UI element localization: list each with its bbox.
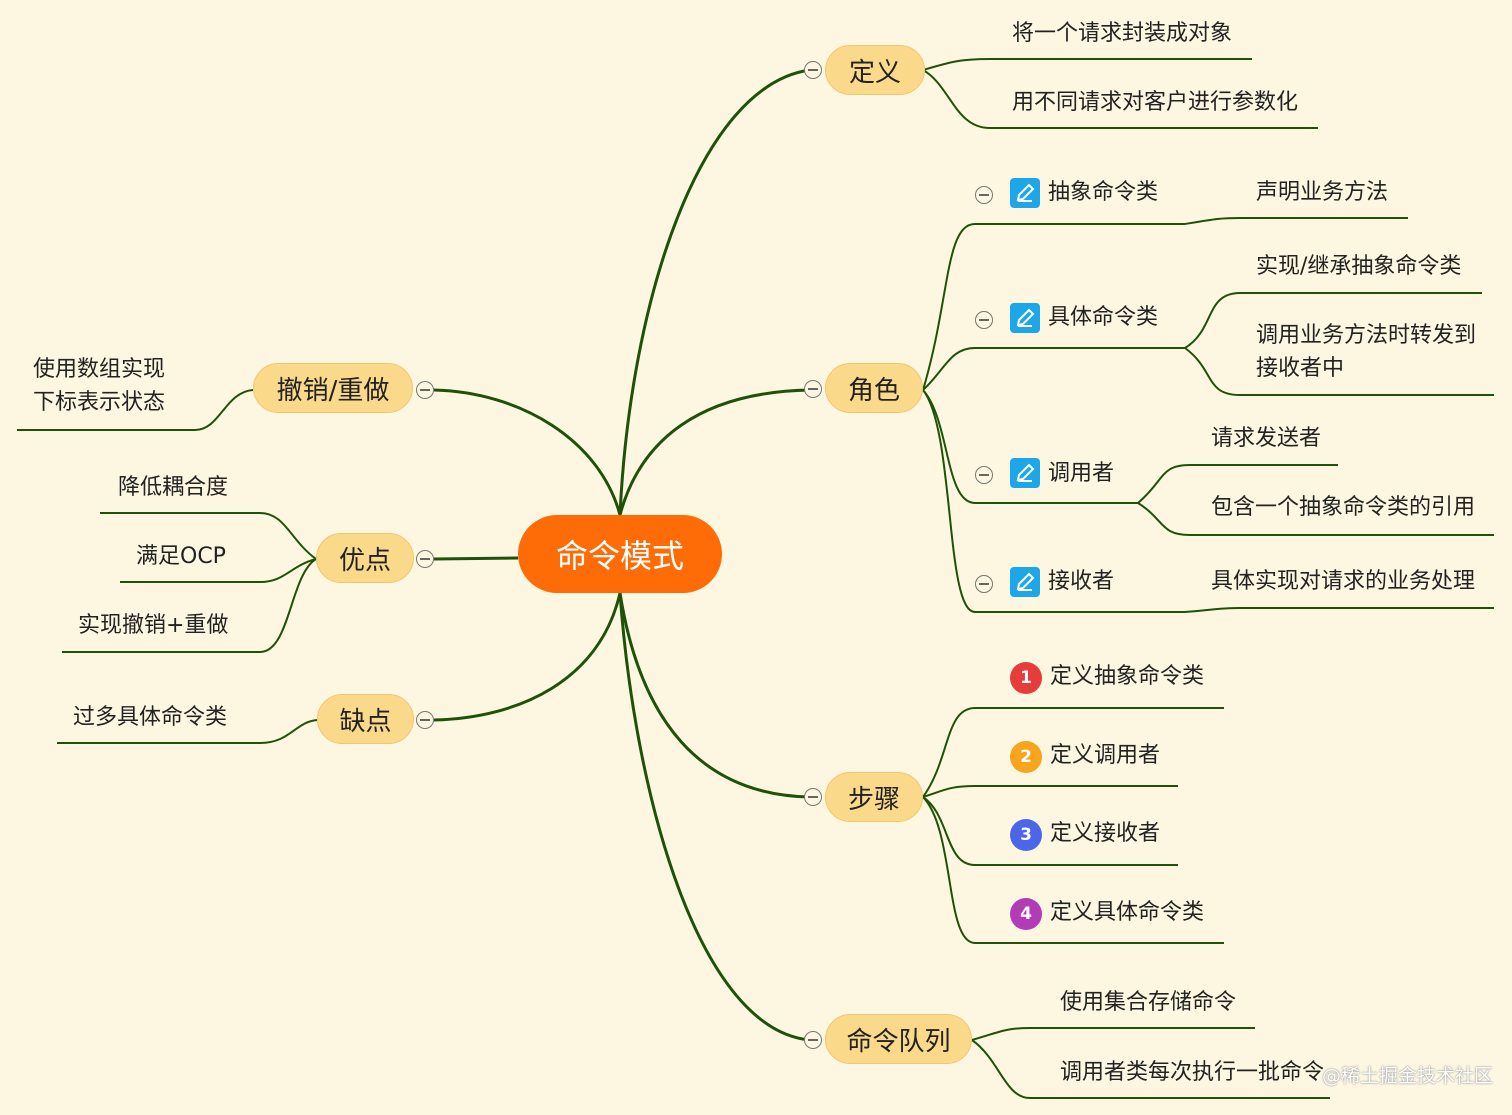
node-steps[interactable]: 步骤 [825, 772, 923, 822]
node-pros[interactable]: 优点 [316, 533, 414, 583]
node-roles[interactable]: 角色 [825, 363, 923, 413]
root-node[interactable]: 命令模式 [518, 515, 722, 593]
node-receiver-item: 具体实现对请求的业务处理 [1211, 569, 1476, 594]
node-cons-item: 过多具体命令类 [73, 705, 228, 730]
node-concrete-command-item: 接收者中 [1256, 356, 1345, 381]
node-abstract-command-item: 声明业务方法 [1256, 180, 1389, 205]
collapse-icon[interactable] [804, 61, 822, 79]
node-queue-item: 调用者类每次执行一批命令 [1060, 1060, 1325, 1085]
watermark: @稀土掘金技术社区 [1322, 1065, 1494, 1087]
node-command-queue[interactable]: 命令队列 [825, 1014, 972, 1064]
edit-icon [1010, 567, 1040, 597]
node-step-item: 定义具体命令类 [1050, 900, 1205, 925]
node-step-item: 定义抽象命令类 [1050, 664, 1205, 689]
node-definition-item: 用不同请求对客户进行参数化 [1012, 90, 1299, 115]
number-badge: 2 [1010, 741, 1042, 773]
collapse-icon[interactable] [416, 711, 434, 729]
node-concrete-command-item: 调用业务方法时转发到 [1256, 323, 1477, 348]
node-undo-item: 使用数组实现 [33, 357, 166, 382]
node-undo-redo[interactable]: 撤销/重做 [253, 363, 413, 413]
collapse-icon[interactable] [416, 550, 434, 568]
node-pros-item: 降低耦合度 [118, 475, 229, 500]
node-invoker-item: 包含一个抽象命令类的引用 [1211, 495, 1476, 520]
node-definition[interactable]: 定义 [825, 45, 925, 95]
node-pros-item: 实现撤销+重做 [78, 613, 229, 638]
collapse-icon[interactable] [804, 380, 822, 398]
node-invoker-item: 请求发送者 [1211, 426, 1322, 451]
edit-icon [1010, 178, 1040, 208]
collapse-icon[interactable] [975, 466, 993, 484]
collapse-icon[interactable] [975, 186, 993, 204]
node-abstract-command[interactable]: 抽象命令类 [1048, 180, 1159, 205]
node-concrete-command[interactable]: 具体命令类 [1048, 305, 1159, 330]
node-step-item: 定义调用者 [1050, 743, 1161, 768]
node-receiver[interactable]: 接收者 [1048, 569, 1115, 594]
node-queue-item: 使用集合存储命令 [1060, 990, 1237, 1015]
node-step-item: 定义接收者 [1050, 821, 1161, 846]
number-badge: 3 [1010, 819, 1042, 851]
collapse-icon[interactable] [804, 788, 822, 806]
node-concrete-command-item: 实现/继承抽象命令类 [1256, 254, 1462, 279]
node-definition-item: 将一个请求封装成对象 [1012, 21, 1233, 46]
collapse-icon[interactable] [975, 311, 993, 329]
node-invoker[interactable]: 调用者 [1048, 461, 1115, 486]
number-badge: 4 [1010, 898, 1042, 930]
node-cons[interactable]: 缺点 [317, 694, 414, 744]
node-undo-item: 下标表示状态 [33, 390, 166, 415]
collapse-icon[interactable] [416, 381, 434, 399]
collapse-icon[interactable] [975, 575, 993, 593]
collapse-icon[interactable] [804, 1031, 822, 1049]
node-pros-item: 满足OCP [136, 544, 226, 569]
edit-icon [1010, 458, 1040, 488]
edit-icon [1010, 303, 1040, 333]
number-badge: 1 [1010, 662, 1042, 694]
